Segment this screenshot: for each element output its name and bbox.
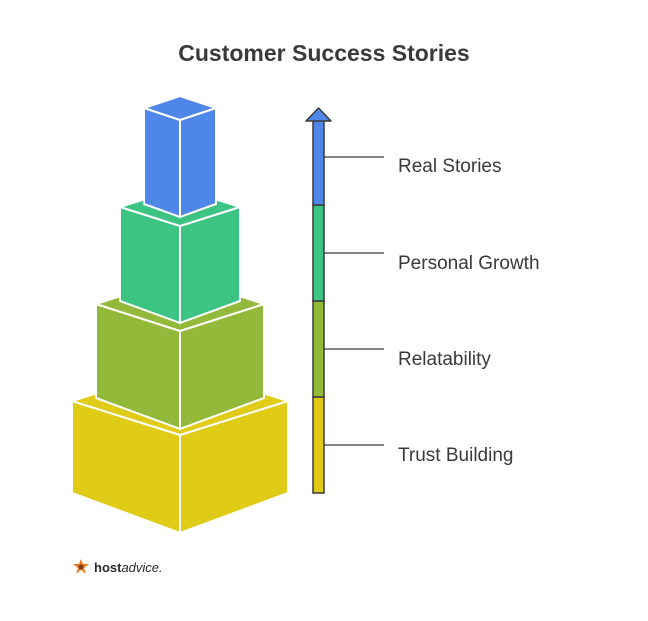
hostadvice-logo: hostadvice. xyxy=(72,558,163,576)
progress-arrow xyxy=(305,107,332,494)
hostadvice-logo-icon xyxy=(73,559,89,574)
label-real-stories: Real Stories xyxy=(398,156,502,177)
label-relatability: Relatability xyxy=(398,349,491,370)
connector-lines xyxy=(324,156,384,446)
arrow-head-icon xyxy=(305,107,332,122)
label-personal-growth: Personal Growth xyxy=(398,253,540,274)
diagram-title: Customer Success Stories xyxy=(178,40,470,66)
tier-real-stories xyxy=(140,94,220,219)
hostadvice-logo-text: hostadvice. xyxy=(94,559,163,575)
label-trust-building: Trust Building xyxy=(398,445,514,466)
